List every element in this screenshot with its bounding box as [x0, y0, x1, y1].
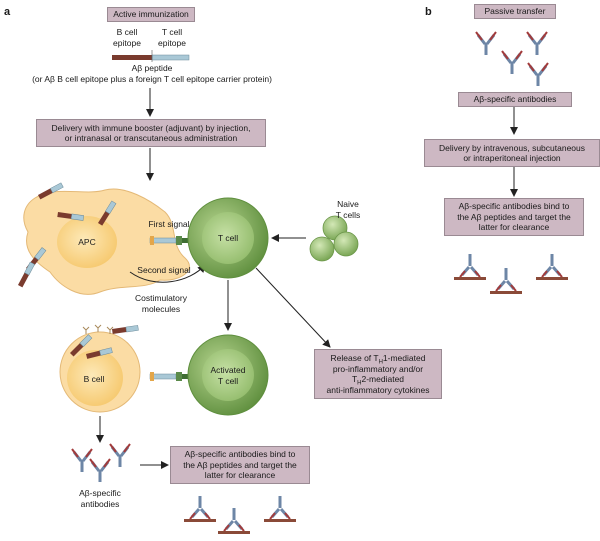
- bound-antibody-icon: [262, 494, 298, 524]
- costimulatory-label: Costimulatory molecules: [126, 293, 196, 314]
- t-cell-epitope-label: T cell epitope: [150, 27, 194, 48]
- peptide-fragment: [17, 261, 35, 288]
- apc-label: APC: [78, 237, 96, 247]
- t-cell-epitope-line1: T cell: [161, 27, 183, 37]
- costim-line2: molecules: [141, 303, 181, 314]
- b-cell-epitope-line1: B cell: [116, 27, 138, 37]
- antibody-icon: [525, 30, 549, 57]
- bind-a-line1: Aβ-specific antibodies bind to: [184, 449, 296, 460]
- antibody-icon: [526, 61, 550, 88]
- abeta-peptide-caption: Aβ peptide (or Aβ B cell epitope plus a …: [4, 63, 300, 84]
- second-signal-arrow: [129, 264, 206, 283]
- naive-t-cells: [309, 215, 359, 262]
- peptide-fragment: [111, 325, 139, 335]
- bound-antibody-icon: [488, 266, 524, 296]
- bound-antibody-icon: [182, 494, 218, 524]
- release-line1: Release of TH1-mediated: [330, 353, 426, 366]
- naive-t-cells-label: Naive T cells: [328, 199, 368, 220]
- bind-a-line2: the Aβ peptides and target the: [183, 459, 297, 470]
- antibody-icon: [474, 30, 498, 57]
- b-cell-epitope-label: B cell epitope: [104, 27, 150, 48]
- peptide-line1: Aβ peptide: [131, 63, 173, 73]
- delivery-box-b: Delivery by intravenous, subcutaneous or…: [424, 139, 600, 167]
- bound-antibody-icon: [452, 252, 488, 282]
- binding-box-a: Aβ-specific antibodies bind to the Aβ pe…: [170, 446, 310, 484]
- abeta-antibodies-label: Aβ-specific antibodies: [66, 488, 134, 509]
- t-cell-label: T cell: [217, 233, 239, 243]
- costim-line1: Costimulatory: [135, 293, 187, 303]
- abeta-antibodies-box: Aβ-specific antibodies: [458, 92, 572, 107]
- panel-a-label: a: [4, 6, 11, 18]
- naive-line1: Naive: [337, 199, 359, 209]
- antibodies-line1: Aβ-specific: [79, 488, 121, 498]
- naive-line2: T cells: [335, 209, 361, 220]
- b-cell-nucleus: [67, 350, 123, 406]
- arrow-t-to-cytokines: [255, 267, 331, 348]
- mhc-tcr-complex-first: [149, 236, 190, 245]
- t-cell-epitope-line2: epitope: [158, 37, 186, 48]
- antibody-icon: [500, 49, 524, 76]
- mhc-tcr-complex-second: [149, 372, 190, 381]
- active-immunization-title: Active immunization: [113, 9, 189, 20]
- bind-b-line2: the Aβ peptides and target the: [457, 211, 571, 222]
- bind-b-line1: Aβ-specific antibodies bind to: [458, 201, 570, 212]
- cytokine-release-box: Release of TH1-mediated pro-inflammatory…: [314, 349, 442, 399]
- activated-t-cell-nucleus: [202, 349, 254, 401]
- delivery-a-line1: Delivery with immune booster (adjuvant) …: [51, 122, 251, 133]
- passive-transfer-box: Passive transfer: [474, 4, 556, 19]
- abeta-antibodies-title: Aβ-specific antibodies: [473, 94, 557, 105]
- apc-nucleus: [57, 216, 117, 268]
- active-immunization-box: Active immunization: [107, 7, 195, 22]
- activated-t-cell-label: Activated T cell: [203, 365, 253, 386]
- release-line4: anti-inflammatory cytokines: [326, 384, 430, 395]
- b-cell-epitope-line2: epitope: [113, 37, 141, 48]
- panel-b-label: b: [425, 6, 432, 18]
- antibody-icon: [70, 447, 94, 474]
- bind-a-line3: latter for clearance: [204, 470, 276, 481]
- abeta-peptide-bar: [112, 50, 190, 62]
- passive-transfer-title: Passive transfer: [484, 6, 546, 17]
- release-line3: TH2-mediated: [351, 374, 405, 387]
- bound-antibody-icon: [216, 506, 252, 536]
- delivery-b-line1: Delivery by intravenous, subcutaneous: [439, 142, 585, 153]
- delivery-b-line2: or intraperitoneal injection: [463, 153, 561, 163]
- t-cell-nucleus: [202, 212, 254, 264]
- b-cell-receptors: [82, 324, 114, 334]
- peptide-line2: (or Aβ B cell epitope plus a foreign T c…: [32, 73, 272, 84]
- b-cell-label: B cell: [83, 374, 105, 384]
- second-signal-label: Second signal: [137, 265, 191, 275]
- binding-box-b: Aβ-specific antibodies bind to the Aβ pe…: [444, 198, 584, 236]
- antibodies-line2: antibodies: [80, 498, 120, 509]
- activated-line2: T cell: [217, 375, 239, 386]
- antibody-icon: [88, 457, 112, 484]
- first-signal-label: First signal: [148, 219, 190, 229]
- activated-line1: Activated: [210, 365, 246, 375]
- antibody-icon: [108, 442, 132, 469]
- bound-antibody-icon: [534, 252, 570, 282]
- release-line2: pro-inflammatory and/or: [332, 363, 424, 374]
- bind-b-line3: latter for clearance: [478, 222, 550, 233]
- delivery-a-line2: or intranasal or transcutaneous administ…: [64, 133, 238, 143]
- delivery-box-a: Delivery with immune booster (adjuvant) …: [36, 119, 266, 147]
